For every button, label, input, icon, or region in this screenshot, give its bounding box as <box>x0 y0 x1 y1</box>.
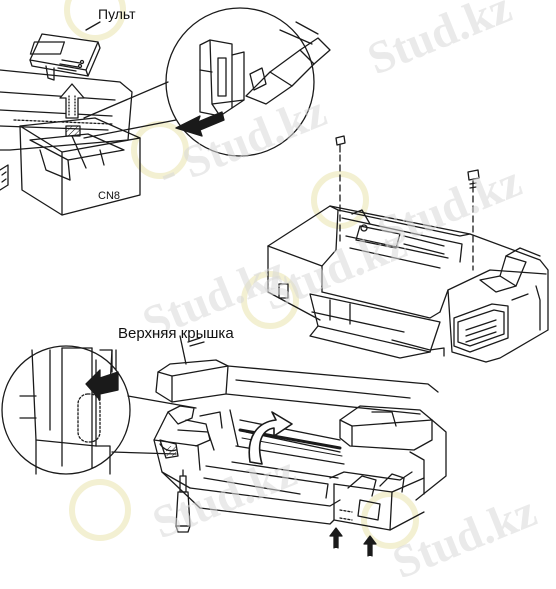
label-connector: CN8 <box>98 190 121 202</box>
arrow-up-icon <box>363 535 377 557</box>
arrow-right-icon <box>85 369 119 401</box>
label-remote: Пульт <box>98 6 136 22</box>
label-top-cover: Верхняя крышка <box>118 325 234 342</box>
rotate-arrow-icon <box>248 411 293 465</box>
remote-removal-view <box>0 21 141 216</box>
top-cover <box>155 335 439 415</box>
arrow-up-icon <box>59 83 85 119</box>
line-art <box>0 0 549 557</box>
zoom-detail-latch <box>83 7 331 157</box>
hummingbird-logo-icon <box>64 0 419 549</box>
screw-icon <box>335 135 346 246</box>
printer-screws-view <box>267 135 549 363</box>
printer-top-cover-view <box>153 335 447 557</box>
arrow-up-icon <box>329 527 343 549</box>
power-switch <box>278 283 289 299</box>
screw-icon <box>467 169 480 271</box>
remote-control <box>29 33 101 81</box>
arrow-left-icon <box>175 111 225 137</box>
zoom-detail-cover-hook <box>1 345 197 475</box>
